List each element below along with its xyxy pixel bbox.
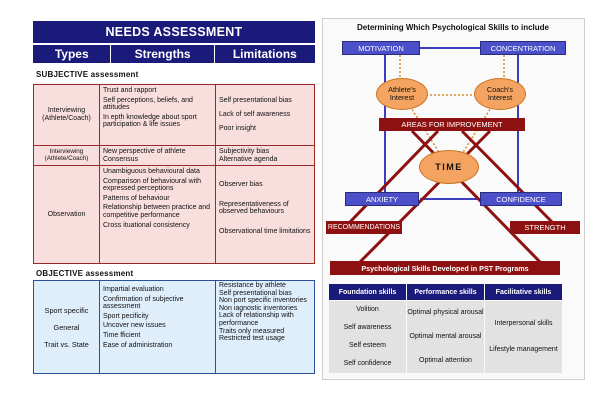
limitation-item: Alternative agenda xyxy=(219,155,278,163)
limitations-row-3: Observer bias Representativeness of obse… xyxy=(219,181,314,237)
strength-item: Confirmation of subjective assessment xyxy=(103,295,184,311)
type-observation: Observation xyxy=(47,210,86,218)
strengths-row-1: Trust and rapport Self perceptions, beli… xyxy=(103,87,213,131)
time-oval: TIME xyxy=(419,150,479,184)
limitation-item: Self presentational bias xyxy=(219,289,292,297)
limitation-item: Restricted test usage xyxy=(219,335,285,343)
athlete-interest-oval: Athlete's Interest xyxy=(376,78,428,110)
strength-item: In epth knowledge about sport participat… xyxy=(103,113,197,129)
skill-item: Self awareness xyxy=(343,324,392,331)
limitations-row-2: Subjectivity bias Alternative agenda xyxy=(219,148,314,163)
header-types: Types xyxy=(33,45,112,63)
coach-interest-oval: Coach's Interest xyxy=(474,78,526,110)
areas-for-improvement-box: AREAS FOR IMPROVEMENT xyxy=(379,118,525,131)
limitation-item: Subjectivity bias xyxy=(219,148,270,155)
recommendations-box: RECOMMENDATIONS xyxy=(326,221,402,234)
confidence-box: CONFIDENCE xyxy=(480,192,562,206)
strength-item: Uncover new issues xyxy=(103,322,166,330)
skill-item: Optimal physical arousal xyxy=(407,309,484,316)
foundation-skills-header: Foundation skills xyxy=(329,284,406,300)
limitation-item: Non iagnostic inventories xyxy=(219,304,298,312)
strength-item: Sport pecificity xyxy=(103,312,149,320)
type-interviewing-2: Interviewing (Athlete/Coach) xyxy=(44,147,89,162)
strength-item: Patterns of behaviour xyxy=(103,194,170,202)
skill-item: Lifestyle management xyxy=(489,346,558,354)
facilitative-skills-list: Interpersonal skills Lifestyle managemen… xyxy=(485,301,562,373)
strength-item: Unambiguous behavioural data xyxy=(103,168,200,175)
subjective-label: SUBJECTIVE assessment xyxy=(36,70,139,79)
objective-label: OBJECTIVE assessment xyxy=(36,269,134,278)
objective-limitations: Resistance by athlete Self presentationa… xyxy=(219,282,314,343)
strength-box: STRENGTH xyxy=(510,221,580,234)
strength-item: Comparison of behavioural with expressed… xyxy=(103,177,202,193)
strength-item: New perspective of athlete xyxy=(103,148,186,155)
limitation-item: Resistance by athlete xyxy=(219,282,286,289)
objective-types: Sport specific General Trait vs. State xyxy=(34,281,99,373)
strength-item: Ease of administration xyxy=(103,341,173,349)
objective-strengths: Impartial evaluation Confirmation of sub… xyxy=(103,286,213,351)
strengths-row-3: Unambiguous behavioural data Comparison … xyxy=(103,168,213,231)
skill-item: Optimal attention xyxy=(419,357,472,364)
header-strengths: Strengths xyxy=(111,45,215,63)
type-interviewing-1: Interviewing (Athlete/Coach) xyxy=(42,107,91,122)
skill-item: Self confidence xyxy=(343,360,392,367)
strength-item: Consensus xyxy=(103,155,139,163)
strength-item: Time fficient xyxy=(103,331,141,339)
column-headers: Types Strengths Limitations xyxy=(33,45,315,63)
strength-item: Cross ituational consistency xyxy=(103,221,190,229)
objective-table: Sport specific General Trait vs. State I… xyxy=(33,280,315,374)
needs-assessment-title: NEEDS ASSESSMENT xyxy=(33,21,315,43)
limitation-item: Lack of self awareness xyxy=(219,111,291,118)
strength-item: Trust and rapport xyxy=(103,87,157,94)
skill-item: Volition xyxy=(356,306,379,313)
limitation-item: Poor insight xyxy=(219,125,256,132)
limitation-item: Traits only measured xyxy=(219,327,285,335)
skill-item: Optimal mental arousal xyxy=(409,333,482,340)
concentration-box: CONCENTRATION xyxy=(480,41,566,55)
type-item: Trait vs. State xyxy=(44,339,89,349)
limitation-item: Observer bias xyxy=(219,181,263,188)
foundation-skills-list: Volition Self awareness Self esteem Self… xyxy=(329,301,406,373)
limitations-row-1: Self presentational bias Lack of self aw… xyxy=(219,97,314,135)
facilitative-skills-header: Facilitative skills xyxy=(485,284,562,300)
type-item: General xyxy=(53,322,80,332)
limitation-item: Observational time limitations xyxy=(219,227,311,235)
limitation-item: Representativeness of observed behaviour… xyxy=(219,200,289,216)
subjective-table: Interviewing (Athlete/Coach) Trust and r… xyxy=(33,84,315,264)
anxiety-box: ANXIETY xyxy=(345,192,419,206)
motivation-box: MOTIVATION xyxy=(342,41,420,55)
header-limitations: Limitations xyxy=(232,47,297,61)
limitation-item: Self presentational bias xyxy=(219,97,292,104)
limitation-item: Lack of relationship with performance xyxy=(219,312,294,327)
diagram-title: Determining Which Psychological Skills t… xyxy=(356,23,550,32)
skill-item: Self esteem xyxy=(349,342,386,349)
skill-item: Interpersonal skills xyxy=(494,319,553,327)
strengths-row-2: New perspective of athlete Consensus xyxy=(103,148,213,163)
limitation-item: Non port specific inventories xyxy=(219,297,307,305)
strength-item: Relationship between practice and compet… xyxy=(103,204,211,219)
strength-item: Impartial evaluation xyxy=(103,286,164,293)
performance-skills-list: Optimal physical arousal Optimal mental … xyxy=(407,301,484,373)
performance-skills-header: Performance skills xyxy=(407,284,484,300)
psychological-skills-banner: Psychological Skills Developed in PST Pr… xyxy=(330,261,560,275)
type-item: Sport specific xyxy=(44,305,89,315)
strength-item: Self perceptions, beliefs, and attitudes xyxy=(103,96,193,112)
